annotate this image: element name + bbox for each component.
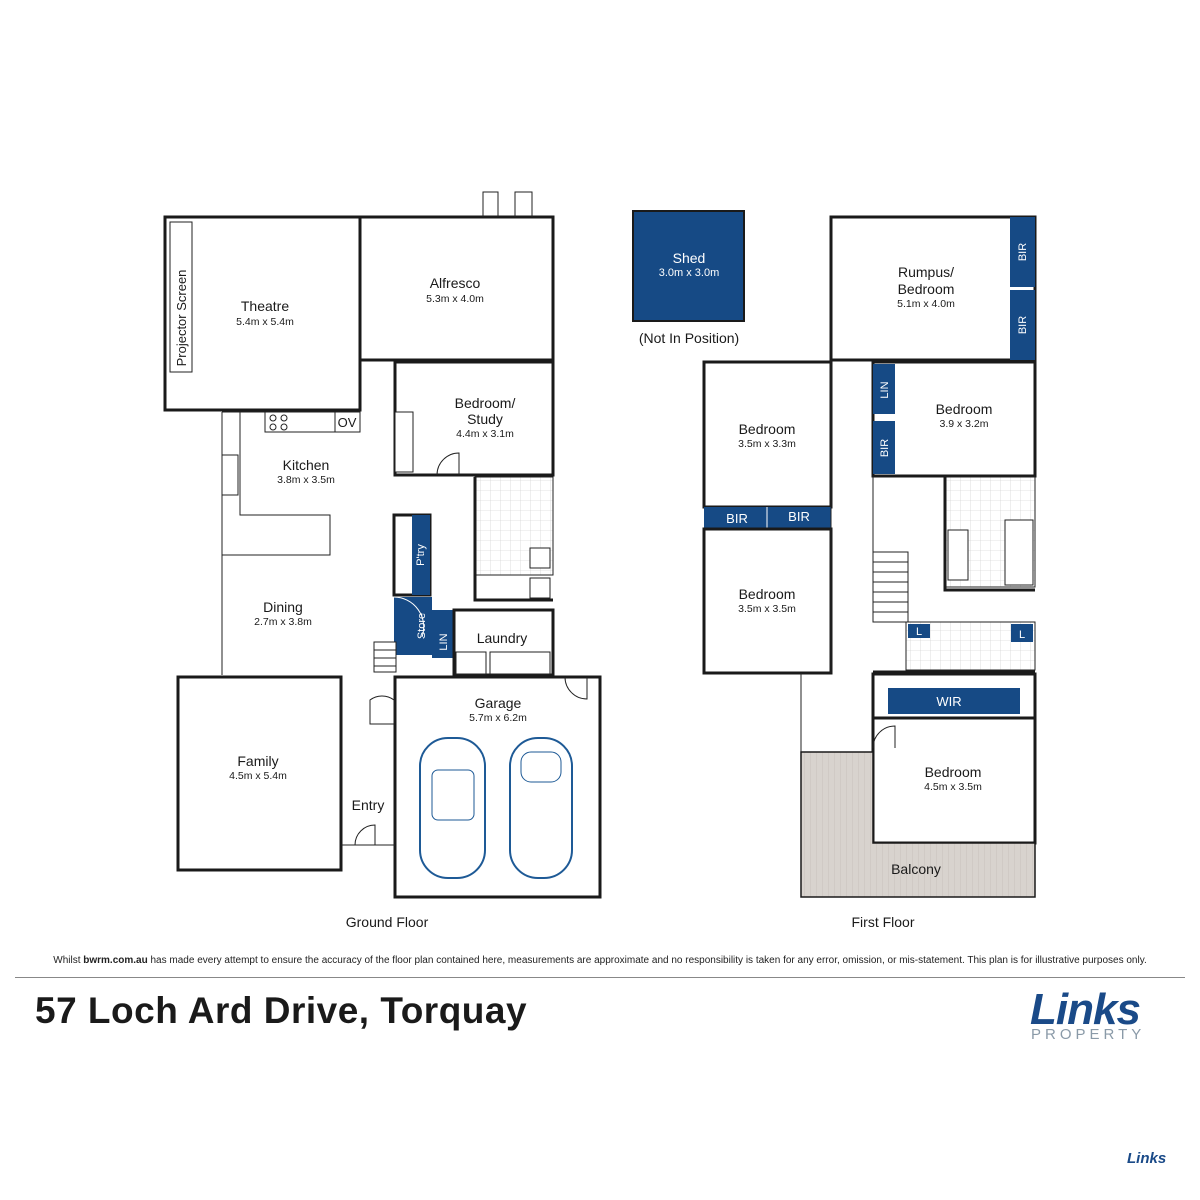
garage-room: Garage 5.7m x 6.2m (393, 675, 602, 899)
garage-dims: 5.7m x 6.2m (469, 712, 527, 724)
kitchen-name: Kitchen (283, 457, 330, 473)
bedroom-study-name-1: Bedroom/ (455, 395, 516, 411)
bedroom-study-room: Bedroom/ Study 4.4m x 3.1m (393, 360, 555, 477)
pantry-room: P'try (392, 513, 432, 597)
bedroom-study-door-icon (436, 452, 460, 476)
alfresco-door-icon (482, 191, 533, 217)
shed-dims: 3.0m x 3.0m (659, 267, 720, 279)
shed-note: (Not In Position) (639, 330, 739, 346)
alfresco-name: Alfresco (430, 275, 481, 291)
property-address: 57 Loch Ard Drive, Torquay (35, 990, 528, 1031)
dining-room: Dining 2.7m x 3.8m (221, 555, 312, 675)
theatre-dims: 5.4m x 5.4m (236, 316, 294, 328)
laundry-room: Laundry (452, 608, 555, 677)
bedroom-a-room: BIR BIR Bedroom 3.5m x 3.3m (702, 360, 833, 529)
bedroom-d-door-icon (872, 725, 896, 749)
car-icon-right (509, 737, 573, 879)
links-logo-subtitle: PROPERTY (1031, 1026, 1146, 1043)
bedroom-d-dims: 4.5m x 3.5m (924, 781, 982, 793)
ground-bathroom (473, 476, 554, 602)
first-floor-stairs-icon (872, 551, 909, 623)
dining-name: Dining (263, 599, 303, 615)
entry-door-icon (354, 824, 376, 846)
dining-dims: 2.7m x 3.8m (254, 616, 312, 628)
wir-label: WIR (936, 694, 961, 709)
bedroom-d-name: Bedroom (925, 764, 982, 780)
store-room: Store (393, 596, 432, 655)
disclaimer-site: bwrm.com.au (83, 955, 148, 966)
kitchen-dims: 3.8m x 3.5m (277, 474, 335, 486)
laundry-name: Laundry (477, 630, 528, 646)
garage-door-icon (564, 676, 588, 700)
store-label: Store (416, 613, 428, 639)
first-floor-caption: First Floor (852, 914, 915, 930)
family-room: Family 4.5m x 5.4m (176, 675, 343, 872)
entry-area: Entry (341, 695, 395, 846)
rumpus-room: BIR BIR Rumpus/ Bedroom 5.1m x 4.0m (829, 215, 1037, 362)
first-floor-bathroom (943, 476, 1036, 592)
bedroom-d-room: Bedroom 4.5m x 3.5m (871, 716, 1037, 845)
bedroom-c-name: Bedroom (739, 586, 796, 602)
disclaimer-pre: Whilst (53, 955, 84, 966)
ground-stairs-icon (373, 641, 397, 673)
rumpus-bir-2: BIR (1017, 316, 1029, 334)
bedroom-a-bir-2: BIR (788, 509, 810, 524)
entry-name: Entry (352, 797, 385, 813)
pantry-label: P'try (415, 544, 427, 566)
theatre-room: Projector Screen Theatre 5.4m x 5.4m (163, 215, 362, 412)
bedroom-study-dims: 4.4m x 3.1m (456, 428, 514, 440)
shed-name: Shed (673, 250, 706, 266)
bedroom-c-dims: 3.5m x 3.5m (738, 603, 796, 615)
alfresco-room: Alfresco 5.3m x 4.0m (358, 191, 555, 362)
theatre-name: Theatre (241, 298, 289, 314)
cooktop-icon (269, 414, 288, 431)
first-floor: BIR BIR Rumpus/ Bedroom 5.1m x 4.0m BIR … (702, 215, 1037, 930)
links-logo: Links (1030, 985, 1141, 1034)
entry-stairs-icon (369, 695, 395, 725)
wir: WIR (871, 672, 1037, 720)
floor-plan: Projector Screen Theatre 5.4m x 5.4m Alf… (163, 191, 1037, 930)
rumpus-bir-1: BIR (1017, 243, 1029, 261)
rumpus-name-2: Bedroom (898, 281, 955, 297)
ensuite-linen-1: L (916, 626, 922, 638)
family-dims: 4.5m x 5.4m (229, 770, 287, 782)
bedroom-b-lin: LIN (879, 381, 891, 398)
disclaimer: Whilst bwrm.com.au has made every attemp… (0, 955, 1200, 966)
links-mini-logo: Links (1127, 1150, 1167, 1167)
bedroom-b-bir: BIR (879, 439, 891, 457)
rumpus-name-1: Rumpus/ (898, 264, 954, 280)
balcony: Balcony (800, 673, 1036, 898)
bedroom-study-name-2: Study (467, 411, 503, 427)
ground-floor-caption: Ground Floor (346, 914, 429, 930)
bedroom-a-dims: 3.5m x 3.3m (738, 438, 796, 450)
bedroom-b-dims: 3.9 x 3.2m (939, 418, 988, 430)
projector-screen-label: Projector Screen (174, 270, 189, 367)
lin-ground: LIN (432, 610, 454, 658)
bedroom-c-room: Bedroom 3.5m x 3.5m (702, 527, 833, 675)
bedroom-b-name: Bedroom (936, 401, 993, 417)
bedroom-a-bir-1: BIR (726, 511, 748, 526)
family-name: Family (237, 753, 278, 769)
disclaimer-post: has made every attempt to ensure the acc… (147, 955, 1147, 966)
ground-floor: Projector Screen Theatre 5.4m x 5.4m Alf… (163, 191, 602, 930)
rumpus-dims: 5.1m x 4.0m (897, 298, 955, 310)
kitchen-room: OV Kitchen 3.8m x 3.5m (221, 411, 361, 556)
car-icon-left (419, 737, 486, 879)
lin-ground-label: LIN (438, 633, 450, 650)
garage-name: Garage (475, 695, 522, 711)
balcony-label: Balcony (891, 861, 941, 877)
bedroom-b-room: LIN BIR Bedroom 3.9 x 3.2m (871, 360, 1037, 478)
oven-label: OV (338, 415, 357, 430)
divider (15, 977, 1185, 978)
shed: Shed 3.0m x 3.0m (Not In Position) (632, 210, 745, 346)
ensuite: L L (873, 621, 1036, 674)
ensuite-linen-2: L (1019, 629, 1025, 641)
bedroom-a-name: Bedroom (739, 421, 796, 437)
alfresco-dims: 5.3m x 4.0m (426, 293, 484, 305)
